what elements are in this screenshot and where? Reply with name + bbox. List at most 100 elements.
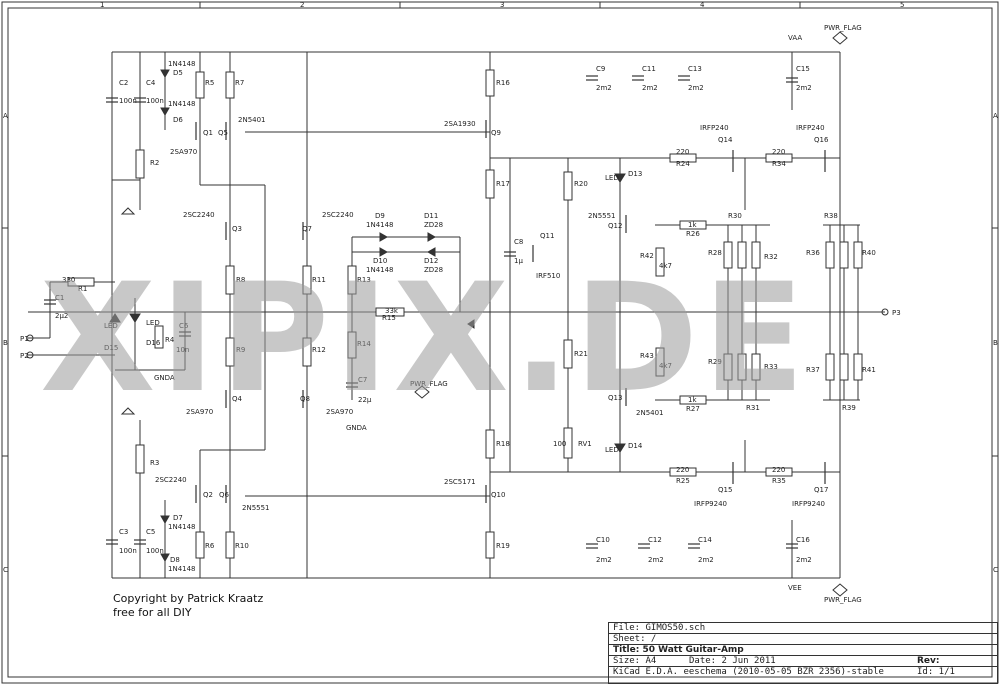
capacitor-c8 xyxy=(504,251,516,257)
label-r10: R10 xyxy=(235,542,249,550)
label-c13: C13 xyxy=(688,65,702,73)
label-r3: R3 xyxy=(150,459,159,467)
label-q8-type: 2SA970 xyxy=(326,408,353,416)
label-c7: C7 xyxy=(358,376,367,384)
label-d6: D6 xyxy=(173,116,183,124)
resistor-r3 xyxy=(135,444,145,474)
resistor-r26 xyxy=(679,220,707,230)
resistor-r7 xyxy=(225,71,235,99)
capacitor-c3 xyxy=(106,539,118,545)
title-block-size-row: Size: A4 Date: 2 Jun 2011 Rev: xyxy=(609,656,997,667)
led-d15 xyxy=(109,313,121,323)
label-q11: Q11 xyxy=(540,232,554,240)
title-block-id: Id: 1/1 xyxy=(917,667,955,677)
label-r42: R42 xyxy=(640,252,654,260)
label-r30: R30 xyxy=(728,212,742,220)
label-r43-val: 4k7 xyxy=(659,362,672,370)
resistor-r20 xyxy=(563,171,573,201)
label-c12-val: 2m2 xyxy=(648,556,664,564)
label-p1: P1 xyxy=(20,335,29,343)
label-d6-part: 1N4148 xyxy=(168,100,196,108)
label-r24: R24 xyxy=(676,160,690,168)
label-rv1: RV1 xyxy=(578,440,592,448)
resistor-r2 xyxy=(135,149,145,179)
capacitor-c2 xyxy=(106,97,118,103)
led-d13 xyxy=(614,173,626,183)
label-q11-type: IRF510 xyxy=(536,272,560,280)
resistor-r27 xyxy=(679,395,707,405)
capacitor-c15 xyxy=(786,77,798,83)
label-r38: R38 xyxy=(824,212,838,220)
label-q3: Q3 xyxy=(232,225,242,233)
label-q16: Q16 xyxy=(814,136,829,144)
label-c4: C4 xyxy=(146,79,156,87)
resistor-r19 xyxy=(485,531,495,559)
label-d14-led: LED xyxy=(605,446,619,454)
resistor-r25 xyxy=(669,467,697,477)
label-d5-part: 1N4148 xyxy=(168,60,196,68)
capacitor-c6 xyxy=(179,331,191,337)
resistor-r37 xyxy=(825,353,835,381)
label-r25: R25 xyxy=(676,477,690,485)
label-r18: R18 xyxy=(496,440,510,448)
label-pwr-flag-bottom: PWR_FLAG xyxy=(824,596,862,604)
label-c9: C9 xyxy=(596,65,605,73)
label-q6: Q6 xyxy=(219,491,230,499)
resistor-r31 xyxy=(737,353,747,381)
label-q15: Q15 xyxy=(718,486,732,494)
label-d10-part: 1N4148 xyxy=(366,266,394,274)
title-block-title: Title: 50 Watt Guitar-Amp xyxy=(613,645,744,655)
label-c10: C10 xyxy=(596,536,610,544)
label-rv1-val: 100 xyxy=(553,440,566,448)
resistor-r5 xyxy=(195,71,205,99)
label-r34: R34 xyxy=(772,160,786,168)
resistor-r41 xyxy=(853,353,863,381)
label-c8: C8 xyxy=(514,238,523,246)
label-r35: R35 xyxy=(772,477,786,485)
label-q3-type: 2SC2240 xyxy=(183,211,215,219)
title-block-sheet-row: Sheet: / xyxy=(609,634,997,645)
label-q12-type: 2N5551 xyxy=(588,212,616,220)
capacitor-c7 xyxy=(346,382,358,388)
resistor-r8 xyxy=(225,265,235,295)
label-r16: R16 xyxy=(496,79,510,87)
row-ref-b-right: B xyxy=(993,339,998,347)
label-r35-val: 220 xyxy=(772,466,785,474)
label-gnda-2: GNDA xyxy=(346,424,367,432)
capacitor-c10 xyxy=(586,543,598,549)
label-r7: R7 xyxy=(235,79,244,87)
resistor-r9 xyxy=(225,337,235,367)
capacitor-c1 xyxy=(44,299,56,305)
label-r28: R28 xyxy=(708,249,722,257)
resistor-r39 xyxy=(839,353,849,381)
label-d11: D11 xyxy=(424,212,438,220)
label-d9-part: 1N4148 xyxy=(366,221,394,229)
label-q17-type: IRFP9240 xyxy=(792,500,825,508)
label-d12: D12 xyxy=(424,257,438,265)
label-c14-val: 2m2 xyxy=(698,556,714,564)
label-c4-val: 100n xyxy=(146,97,164,105)
resistor-r10 xyxy=(225,531,235,559)
power-symbols xyxy=(26,31,889,597)
capacitor-c13 xyxy=(678,75,690,81)
label-r32: R32 xyxy=(764,253,778,261)
title-block-size: Size: A4 xyxy=(613,656,657,666)
label-c11-val: 2m2 xyxy=(642,84,658,92)
zener-d12 xyxy=(426,247,436,257)
label-q14-type: IRFP240 xyxy=(700,124,729,132)
label-q14: Q14 xyxy=(718,136,733,144)
label-r14: R14 xyxy=(357,340,371,348)
label-vaa: VAA xyxy=(788,34,802,42)
label-d8: D8 xyxy=(170,556,180,564)
resistors xyxy=(67,69,863,559)
capacitor-c12 xyxy=(638,543,650,549)
label-c9-val: 2m2 xyxy=(596,84,612,92)
col-ref-1: 1 xyxy=(100,1,104,9)
label-pwr-flag: PWR_FLAG xyxy=(410,380,448,388)
label-q8: Q8 xyxy=(300,395,310,403)
resistor-r36 xyxy=(825,241,835,269)
resistor-r12 xyxy=(302,337,312,367)
label-q13-type: 2N5401 xyxy=(636,409,664,417)
label-d5: D5 xyxy=(173,69,183,77)
wires xyxy=(28,51,885,579)
